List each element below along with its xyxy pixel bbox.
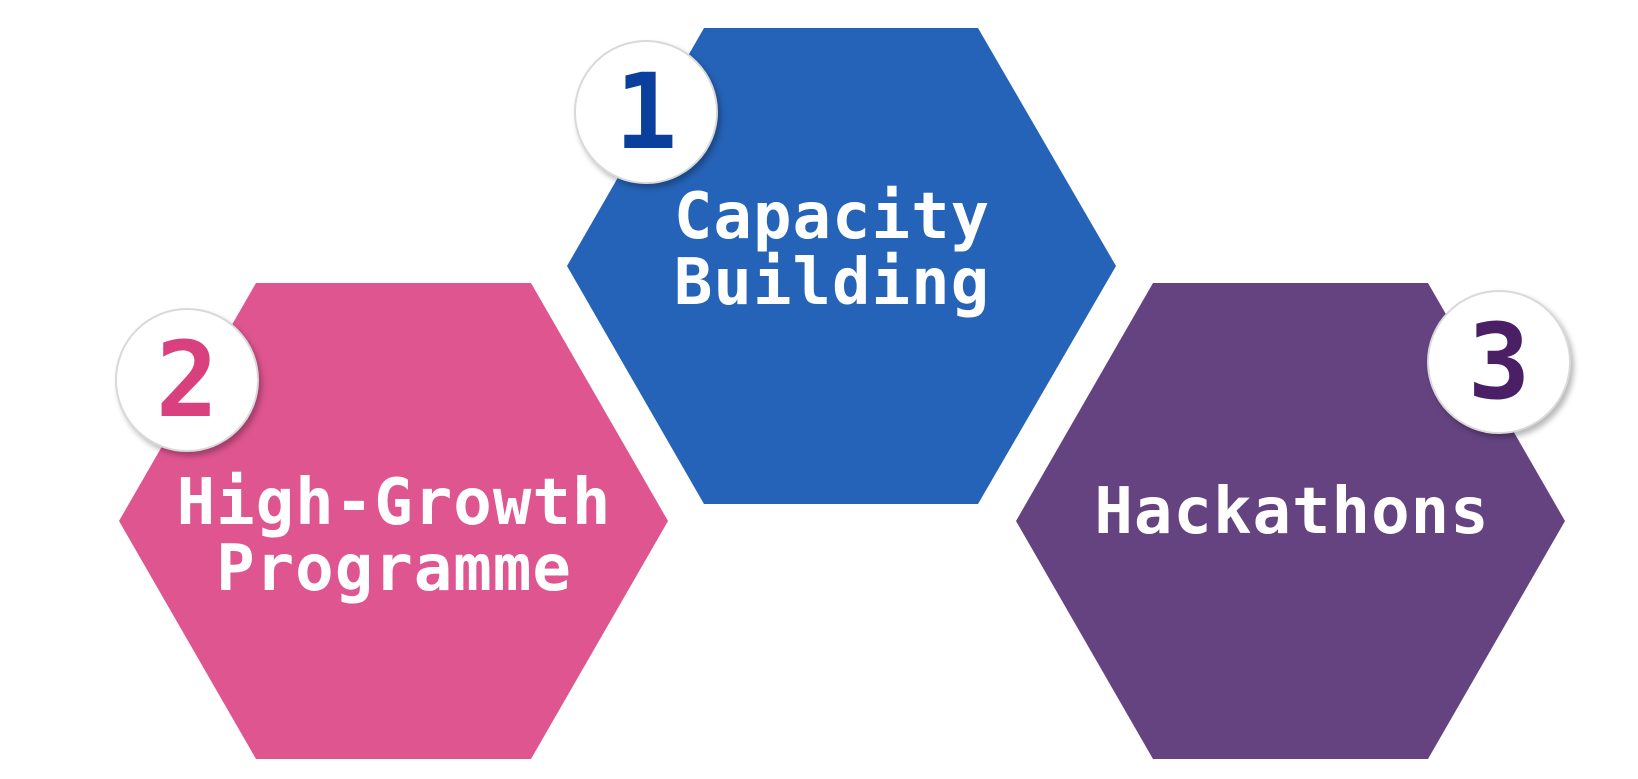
number-badge-2: 2	[115, 308, 259, 452]
label-line-1: Hackathons	[1094, 475, 1490, 549]
label-high-growth-programme: High-Growth Programme	[177, 470, 612, 602]
badge-number: 1	[614, 51, 678, 173]
label-capacity-building: Capacity Building	[674, 184, 990, 316]
label-hackathons: Hackathons	[1094, 479, 1489, 545]
badge-number: 2	[155, 319, 219, 441]
hexagon-hackathons	[1016, 283, 1565, 759]
label-line-2: Building	[673, 246, 991, 320]
label-line-1: High-Growth	[176, 466, 612, 540]
badge-number: 3	[1467, 301, 1531, 423]
label-line-2: Programme	[216, 532, 572, 606]
label-line-1: Capacity	[673, 180, 991, 254]
hexagon-high-growth-programme	[119, 283, 668, 759]
number-badge-1: 1	[574, 40, 718, 184]
number-badge-3: 3	[1427, 290, 1571, 434]
